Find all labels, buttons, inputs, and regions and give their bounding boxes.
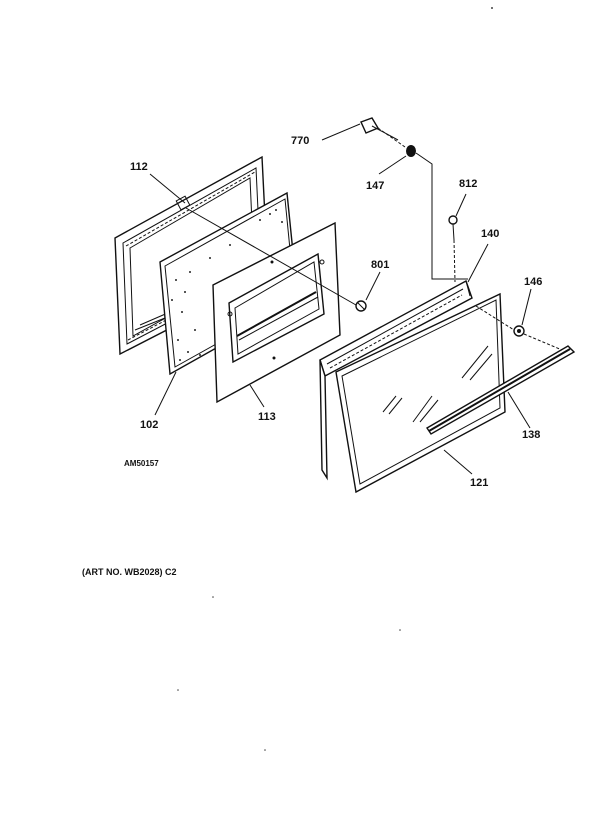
part-812-screw [448,215,458,241]
label-121: 121 [470,477,488,489]
label-147: 147 [366,180,384,192]
label-812: 812 [459,178,477,190]
label-140: 140 [481,228,499,240]
label-113: 113 [258,411,276,423]
label-138: 138 [522,429,540,441]
part-147-spacer [406,145,416,157]
label-146: 146 [524,276,542,288]
callout-labels: 770 147 812 140 146 801 112 102 113 138 … [124,135,542,489]
callout-leaders [149,123,532,475]
part-146-spacer [513,325,525,337]
label-801: 801 [371,259,389,271]
label-102: 102 [140,419,158,431]
label-770: 770 [291,135,309,147]
scan-specks [177,7,493,751]
part-801-screw [355,300,367,312]
assembly-lines [185,127,563,351]
part-121-outer-glass [335,292,506,494]
part-138-handle-trim [426,345,576,435]
label-112: 112 [130,161,148,173]
part-113-inner-panel [212,221,341,404]
drawing-code: AM50157 [124,459,159,468]
part-140-door-frame [319,279,473,481]
art-number-caption: (ART NO. WB2028) C2 [82,567,177,577]
